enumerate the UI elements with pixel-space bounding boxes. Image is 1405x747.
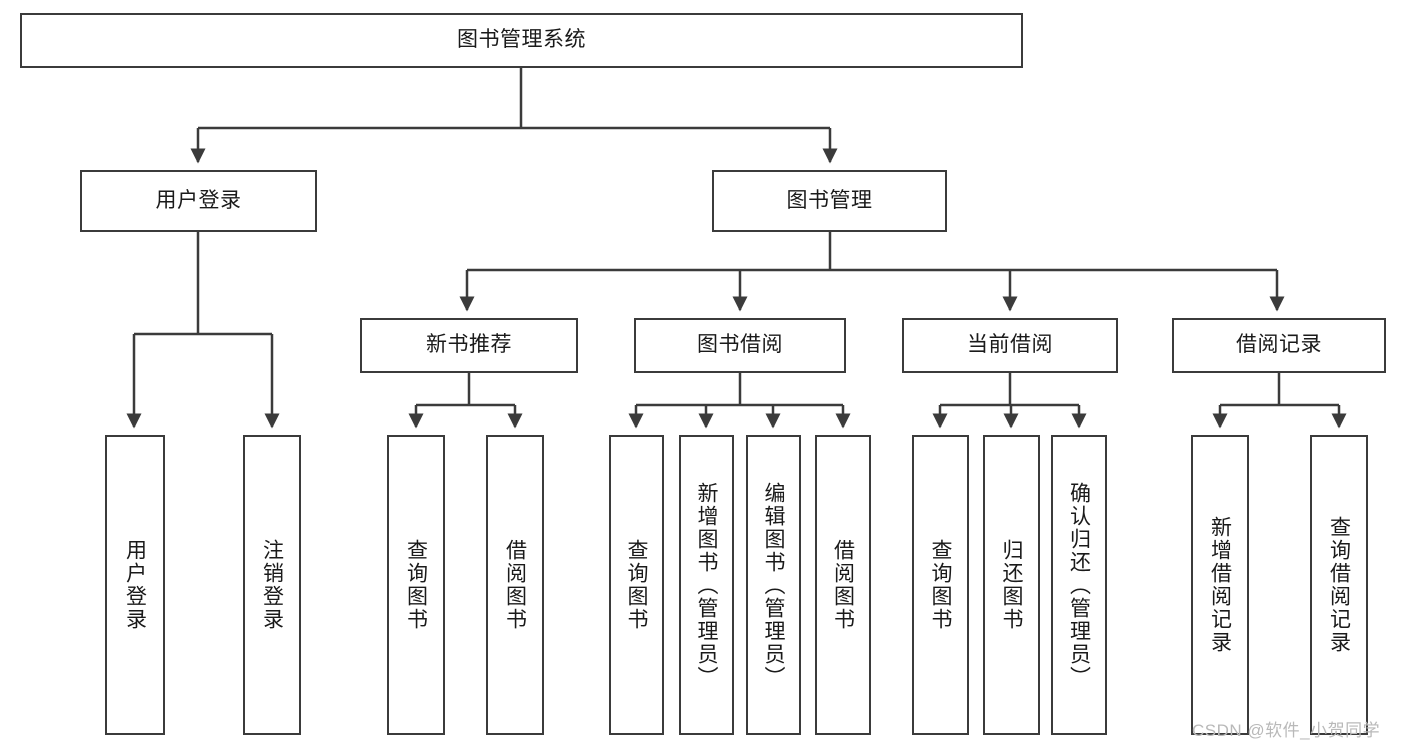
node-leaf-confirm-return[interactable]: 确认归还（管理员） xyxy=(1051,435,1107,735)
node-leaf-borrow-book-2[interactable]: 借阅图书 xyxy=(815,435,871,735)
node-new-book-recommend[interactable]: 新书推荐 xyxy=(360,318,578,373)
node-new-book-recommend-label: 新书推荐 xyxy=(426,333,512,357)
node-leaf-edit-book-label: 编辑图书（管理员） xyxy=(762,481,786,689)
node-leaf-borrow-book-2-label: 借阅图书 xyxy=(831,539,855,631)
node-book-borrow-label: 图书借阅 xyxy=(697,333,783,357)
node-leaf-add-record[interactable]: 新增借阅记录 xyxy=(1191,435,1249,735)
node-root[interactable]: 图书管理系统 xyxy=(20,13,1023,68)
node-leaf-user-login[interactable]: 用户登录 xyxy=(105,435,165,735)
node-leaf-query-book-3[interactable]: 查询图书 xyxy=(912,435,969,735)
csdn-watermark: CSDN @软件_小贺同学 xyxy=(1192,721,1381,740)
node-leaf-user-login-label: 用户登录 xyxy=(123,539,147,631)
node-leaf-logout[interactable]: 注销登录 xyxy=(243,435,301,735)
node-leaf-query-record[interactable]: 查询借阅记录 xyxy=(1310,435,1368,735)
node-leaf-query-record-label: 查询借阅记录 xyxy=(1327,516,1351,654)
node-borrow-record-label: 借阅记录 xyxy=(1236,333,1322,357)
node-leaf-query-book-1[interactable]: 查询图书 xyxy=(387,435,445,735)
node-book-manage[interactable]: 图书管理 xyxy=(712,170,947,232)
node-leaf-query-book-1-label: 查询图书 xyxy=(404,539,428,631)
node-borrow-record[interactable]: 借阅记录 xyxy=(1172,318,1386,373)
node-user-login[interactable]: 用户登录 xyxy=(80,170,317,232)
node-book-borrow[interactable]: 图书借阅 xyxy=(634,318,846,373)
node-leaf-borrow-book-1[interactable]: 借阅图书 xyxy=(486,435,544,735)
node-leaf-edit-book[interactable]: 编辑图书（管理员） xyxy=(746,435,801,735)
node-current-borrow[interactable]: 当前借阅 xyxy=(902,318,1118,373)
node-leaf-add-book-label: 新增图书（管理员） xyxy=(695,481,719,689)
node-leaf-borrow-book-1-label: 借阅图书 xyxy=(503,539,527,631)
node-user-login-label: 用户登录 xyxy=(155,188,242,212)
node-leaf-query-book-2[interactable]: 查询图书 xyxy=(609,435,664,735)
node-leaf-return-book-label: 归还图书 xyxy=(1000,539,1024,631)
node-leaf-add-record-label: 新增借阅记录 xyxy=(1208,516,1232,654)
node-leaf-confirm-return-label: 确认归还（管理员） xyxy=(1067,481,1091,689)
node-current-borrow-label: 当前借阅 xyxy=(967,333,1053,357)
node-root-label: 图书管理系统 xyxy=(457,28,586,52)
node-leaf-return-book[interactable]: 归还图书 xyxy=(983,435,1040,735)
node-leaf-query-book-3-label: 查询图书 xyxy=(929,539,953,631)
node-leaf-add-book[interactable]: 新增图书（管理员） xyxy=(679,435,734,735)
node-book-manage-label: 图书管理 xyxy=(786,188,873,212)
node-leaf-logout-label: 注销登录 xyxy=(260,539,284,631)
node-leaf-query-book-2-label: 查询图书 xyxy=(625,539,649,631)
